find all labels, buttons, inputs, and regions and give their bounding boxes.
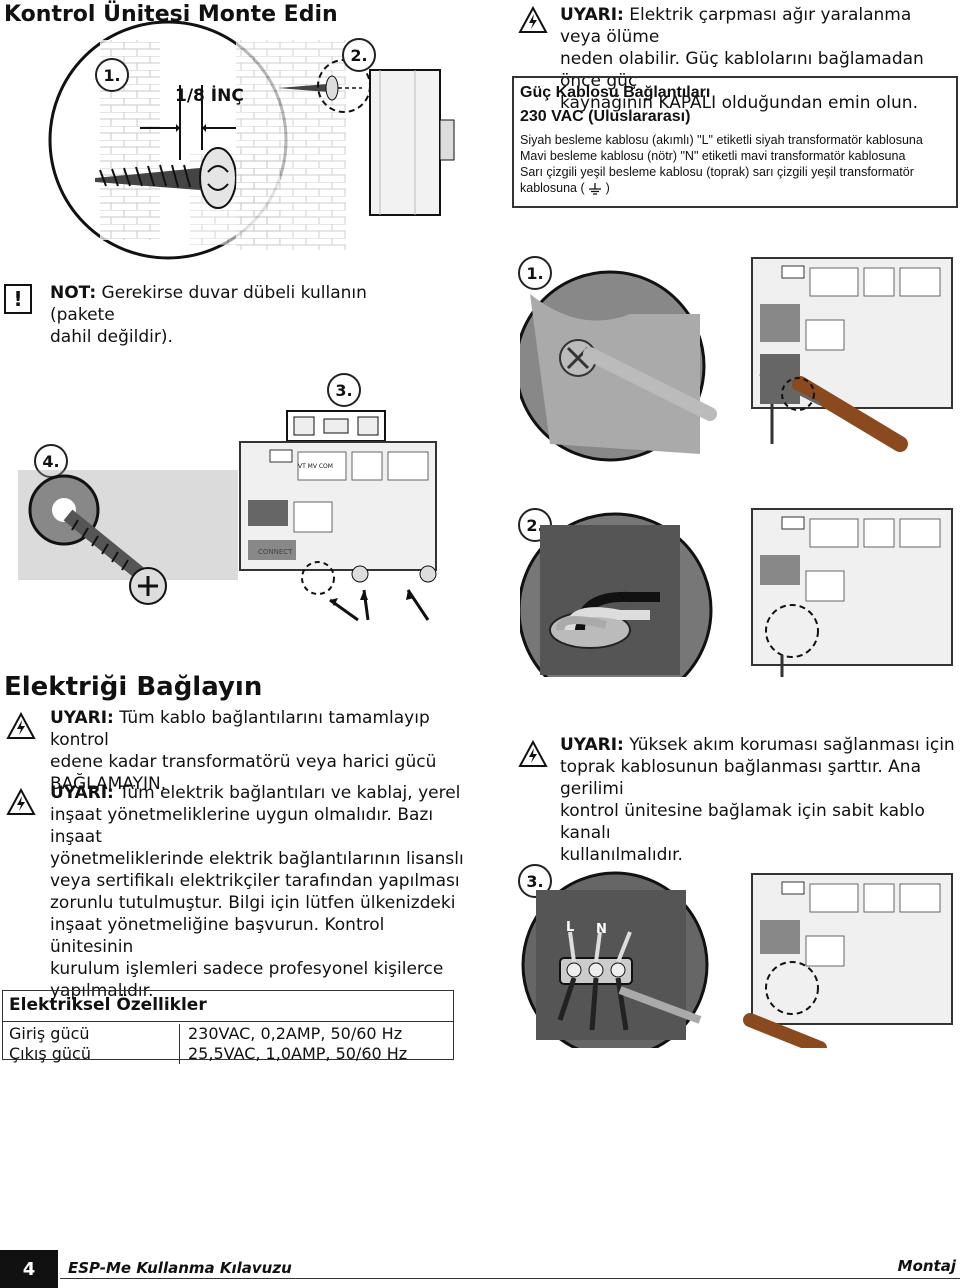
section-title-connect-power: Elektriği Bağlayın <box>4 672 263 702</box>
warning-1-text: UYARI: Tüm kablo bağlantılarını tamamlay… <box>50 707 470 795</box>
step-badge-3: 3. <box>327 373 361 407</box>
table-row: Giriş gücü 230VAC, 0,2AMP, 50/60 Hz <box>3 1024 453 1044</box>
specs-title: Elektriksel Özellikler <box>3 991 453 1022</box>
warning-2-text: UYARI: Tüm elektrik bağlantıları ve kabl… <box>50 782 470 1002</box>
warning-line: zorunlu tutulmuştur. Bilgi için lütfen ü… <box>50 893 456 913</box>
warning-line: Elektrik çarpması ağır yaralanma veya öl… <box>560 5 912 47</box>
power-box-line: Sarı çizgili yeşil besleme kablosu (topr… <box>520 165 914 179</box>
wiring-compartment-illustration <box>517 505 960 708</box>
warning-label: UYARI: <box>560 735 624 755</box>
spec-label: Giriş gücü <box>3 1024 180 1044</box>
step-badge-1: 1. <box>95 58 129 92</box>
step-badge-4: 4. <box>34 444 68 478</box>
warning-line: veya sertifikalı elektrikçiler tarafında… <box>50 871 460 891</box>
warning-line: Tüm kablo bağlantılarını tamamlayıp kont… <box>50 708 430 750</box>
wall-mount-illustration <box>8 440 478 640</box>
cover-removal-illustration <box>514 254 960 466</box>
warning-label: UYARI: <box>50 783 114 803</box>
screw-closeup-illustration <box>40 0 500 260</box>
step-badge-2: 2. <box>342 38 376 72</box>
power-box-line: kablosuna ( <box>520 181 585 195</box>
warning-line: yönetmeliklerinde elektrik bağlantıların… <box>50 849 464 869</box>
warning-label: UYARI: <box>50 708 114 728</box>
table-row: Çıkış gücü 25,5VAC, 1,0AMP, 50/60 Hz <box>3 1044 453 1064</box>
spec-label: Çıkış gücü <box>3 1044 180 1064</box>
footer-manual-title: ESP-Me Kullanma Kılavuzu <box>68 1259 292 1277</box>
power-box-line: Siyah besleme kablosu (akımlı) "L" etike… <box>520 133 923 147</box>
note-text: NOT: Gerekirse duvar dübeli kullanın (pa… <box>50 282 420 348</box>
controller-label-vt: VT MV COM <box>298 463 333 470</box>
warning-line: Tüm elektrik bağlantıları ve kablaj, yer… <box>113 783 461 803</box>
note-line: dahil değildir). <box>50 327 173 347</box>
power-cable-box: Güç Kablosu Bağlantıları 230 VAC (Ulusla… <box>512 76 958 208</box>
note-label: NOT: <box>50 283 97 303</box>
power-box-line-ground: kablosuna ( ) <box>520 180 950 196</box>
warning-label: UYARI: <box>560 5 624 25</box>
wire-label-l: L <box>566 920 575 935</box>
warning-line: edene kadar transformatörü veya harici g… <box>50 752 437 772</box>
warning-line: toprak kablosunun bağlanması şarttır. An… <box>560 757 922 799</box>
note-icon: ! <box>4 284 32 314</box>
footer-section: Montaj <box>897 1257 956 1275</box>
level-illustration <box>286 410 386 442</box>
note-line: Gerekirse duvar dübeli kullanın (pakete <box>50 283 367 325</box>
warning-line: BAĞLAMAYIN. <box>50 774 167 794</box>
measure-label: 1/8 İNÇ <box>175 86 244 106</box>
warning-line: inşaat yönetmeliklerine uygun olmalıdır.… <box>50 805 434 847</box>
ground-icon <box>588 182 602 195</box>
warning-line: yapılmalıdır. <box>50 981 154 1001</box>
wire-label-n: N <box>596 922 607 937</box>
electrical-specs-table: Elektriksel Özellikler Giriş gücü 230VAC… <box>2 990 454 1064</box>
footer-divider <box>60 1278 960 1279</box>
warning-icon <box>518 5 548 34</box>
warning-line: kontrol ünitesine bağlamak için sabit ka… <box>560 801 925 843</box>
terminal-wiring-illustration <box>520 870 960 1059</box>
warning-line: kullanılmalıdır. <box>560 845 683 865</box>
spec-value: 230VAC, 0,2AMP, 50/60 Hz <box>188 1024 403 1043</box>
warning-line: Yüksek akım koruması sağlanması için <box>623 735 955 755</box>
power-box-line: Mavi besleme kablosu (nötr) "N" etiketli… <box>520 149 906 163</box>
step-badge-1-right: 1. <box>518 256 552 290</box>
page-number: 4 <box>0 1250 58 1288</box>
warning-icon <box>518 739 548 768</box>
controller-label-connect: CONNECT <box>258 548 293 556</box>
warning-line: kurulum işlemleri sadece profesyonel kiş… <box>50 959 444 979</box>
power-box-subtitle: 230 VAC (Uluslararası) <box>520 108 691 125</box>
warning-3-text: UYARI: Yüksek akım koruması sağlanması i… <box>560 734 956 866</box>
warning-line: kaynağının KAPALI olduğundan emin olun. <box>560 93 918 113</box>
warning-icon <box>6 787 36 816</box>
power-box-line: ) <box>605 181 610 195</box>
power-box-title: Güç Kablosu Bağlantıları <box>520 84 711 101</box>
warning-icon <box>6 711 36 740</box>
spec-value: 25,5VAC, 1,0AMP, 50/60 Hz <box>188 1044 408 1063</box>
warning-line: inşaat yönetmeliğine başvurun. Kontrol ü… <box>50 915 385 957</box>
